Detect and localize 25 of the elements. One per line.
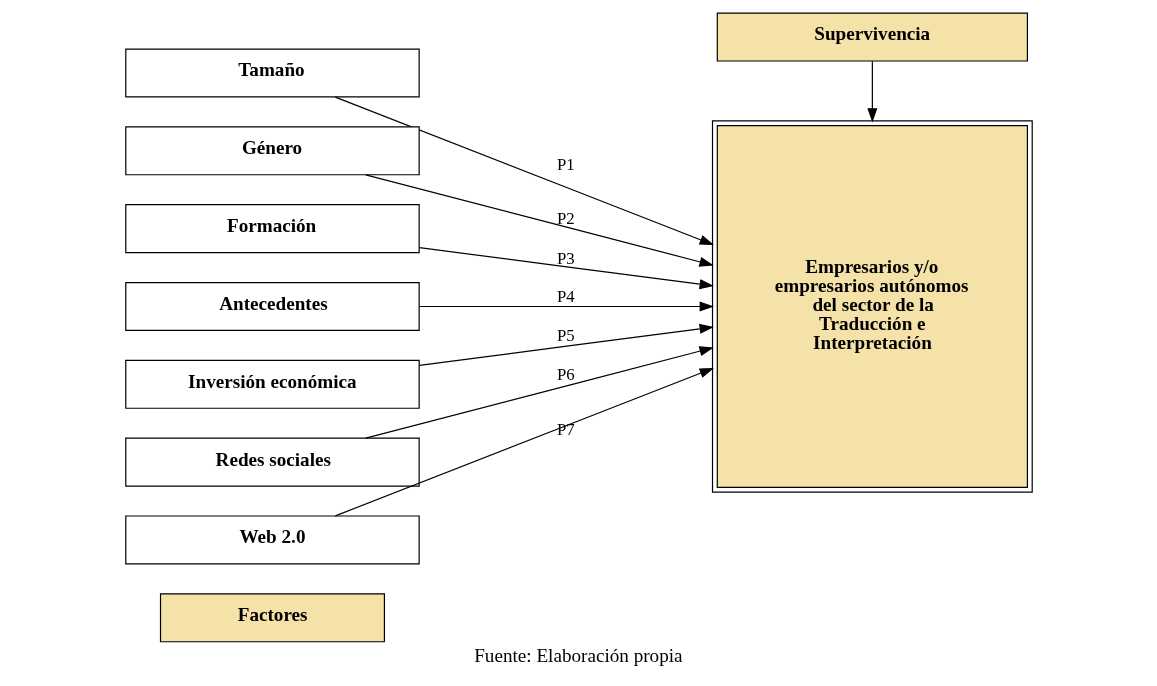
- arrow: [418, 247, 714, 290]
- edge-label: P5: [556, 326, 575, 346]
- node-box: Web 2.0: [124, 515, 420, 565]
- node-box: Género: [124, 126, 420, 176]
- node-box: Factores: [159, 593, 385, 643]
- node-box: Antecedentes: [124, 281, 420, 332]
- edge-label: P3: [556, 248, 575, 268]
- arrow: [418, 323, 714, 366]
- node-box: Inversión económica: [124, 359, 420, 409]
- arrow: [334, 96, 714, 246]
- node-box: Redes sociales: [124, 437, 420, 487]
- node-box: Supervivencia: [716, 12, 1028, 62]
- edge-label: P2: [556, 209, 575, 229]
- arrow: [418, 301, 714, 312]
- arrow: [364, 174, 714, 267]
- arrow: [866, 60, 877, 123]
- node-box: Formación: [124, 204, 420, 254]
- arrow: [364, 346, 714, 439]
- caption: Fuente: Elaboración propia: [473, 644, 683, 666]
- edge-label: P4: [556, 286, 575, 306]
- arrow: [334, 367, 714, 517]
- edge-label: P1: [556, 155, 575, 175]
- node-box: Tamaño: [124, 48, 420, 98]
- edge-label: P6: [556, 364, 575, 384]
- node-box: Empresarios y/o empresarios autónomos del sector de la Traducción e Interpretación: [711, 120, 1033, 493]
